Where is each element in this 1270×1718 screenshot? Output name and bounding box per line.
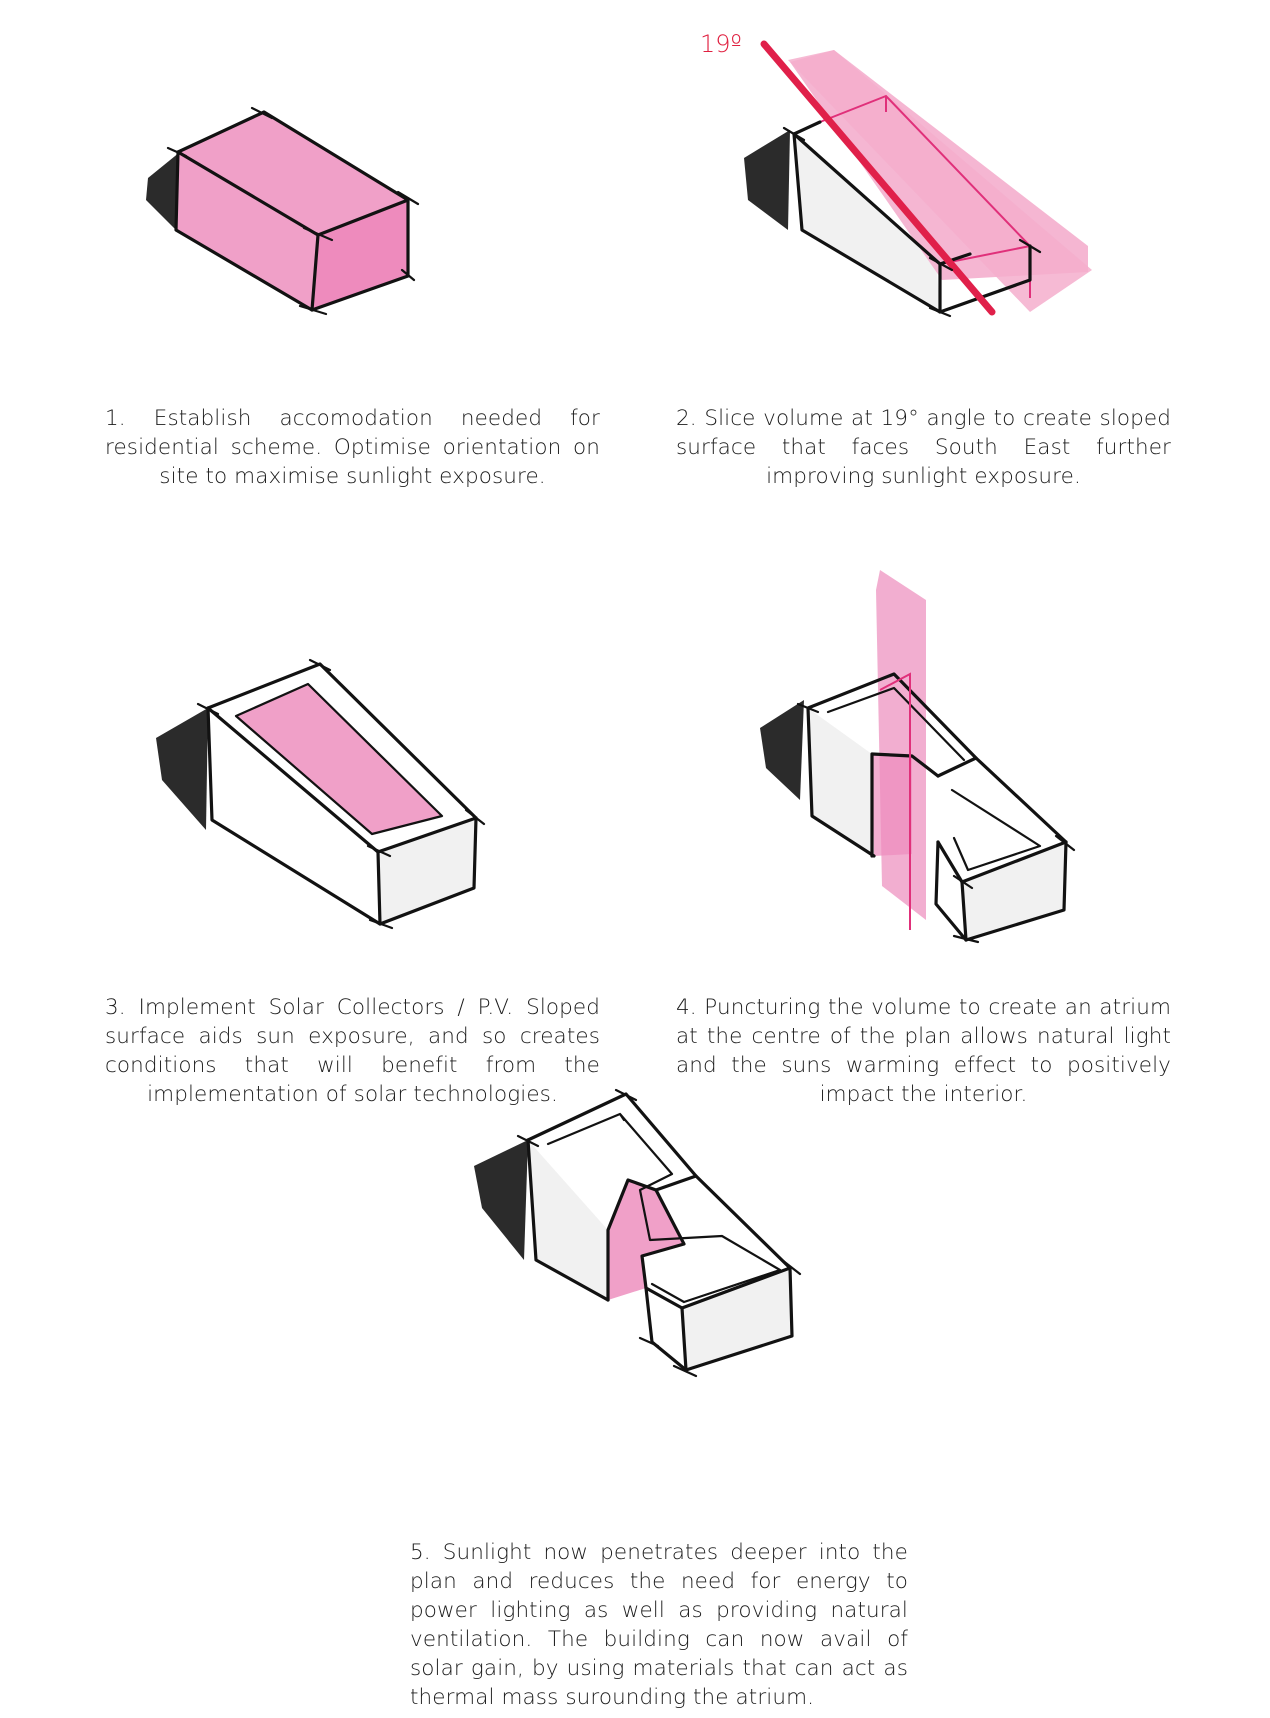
step-1-caption: 1. Establish accomodation needed for res… bbox=[105, 406, 600, 489]
step-4-caption: 4. Puncturing the volume to create an at… bbox=[676, 995, 1171, 1107]
sketch-step-4-atrium bbox=[760, 570, 1076, 944]
sketch-step-3-solar bbox=[156, 658, 486, 930]
step-5-caption: 5. Sunlight now penetrates deeper into t… bbox=[410, 1540, 908, 1710]
sketch-step-5-final bbox=[474, 1088, 802, 1378]
step-3-caption: 3. Implement Solar Collectors / P.V. Slo… bbox=[105, 995, 600, 1107]
angle-label: 19º bbox=[700, 30, 742, 58]
sketch-step-2-slice bbox=[744, 40, 1092, 318]
sketch-step-1-box bbox=[146, 106, 420, 316]
step-2-caption: 2. Slice volume at 19° angle to create s… bbox=[676, 406, 1171, 489]
